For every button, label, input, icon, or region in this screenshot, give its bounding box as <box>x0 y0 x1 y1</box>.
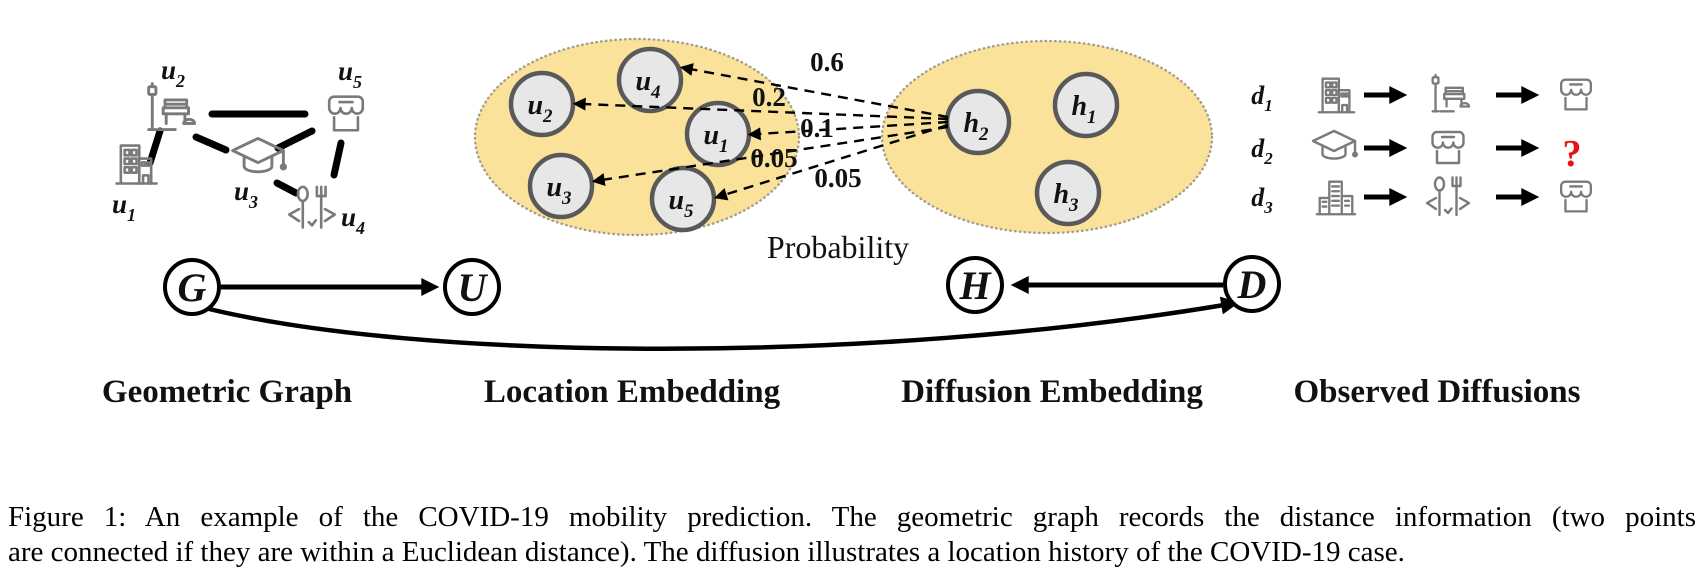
graph-node-label-u3: u3 <box>234 176 258 212</box>
variable-letter-D: D <box>1237 262 1267 307</box>
variable-circle-G <box>163 258 221 316</box>
caption-line-2: are connected if they are within a Eucli… <box>8 535 1405 568</box>
shop-icon <box>1431 130 1465 165</box>
figure-diagram: u1 u2 u3 u4 u5 u2 u4 u1 u3 u5 h2 h1 h3 0… <box>102 37 1593 410</box>
flow-row: G U H D <box>163 255 1281 351</box>
transition-arrow-h2-u4 <box>679 63 949 119</box>
embedding-node-label-u3: u3 <box>546 172 571 209</box>
transition-arrow-h2-u2 <box>572 97 949 121</box>
diffusion-embedding-panel: h2 h1 h3 <box>880 39 1214 235</box>
diffusion-row-label-d3: d3 <box>1251 183 1273 217</box>
embedding-node-h3 <box>1034 159 1102 227</box>
variable-circle-H <box>946 256 1004 314</box>
embedding-node-h1 <box>1052 71 1120 139</box>
probability-value: 0.05 <box>750 143 797 173</box>
figure-caption: Figure 1: An example of the COVID-19 mob… <box>8 500 1696 569</box>
graph-node-label-u4: u4 <box>341 202 365 238</box>
embedding-node-label-h1: h1 <box>1071 91 1096 128</box>
probability-caption: Probability <box>767 229 909 265</box>
diffusion-row-label-d2: d2 <box>1251 134 1273 168</box>
variable-letter-G: G <box>178 265 207 310</box>
embedding-node-label-u1: u1 <box>703 120 728 157</box>
shop-icon <box>1559 78 1593 111</box>
flow-arrow-G-D-curved <box>200 296 1240 351</box>
graph-edge-u4-u5 <box>330 139 345 179</box>
park-icon <box>147 82 197 131</box>
section-label-location-embedding: Location Embedding <box>484 374 781 410</box>
graph-edge-u3-u4 <box>273 179 300 197</box>
embedding-node-label-h2: h2 <box>963 108 989 145</box>
section-label-geometric-graph: Geometric Graph <box>102 374 352 410</box>
section-labels: Geometric Graph Location Embedding Diffu… <box>102 374 1581 410</box>
section-label-diffusion-embedding: Diffusion Embedding <box>901 374 1203 410</box>
school-icon <box>231 137 287 174</box>
diffusion-embedding-ellipse <box>880 39 1214 235</box>
probability-value: 0.05 <box>814 163 861 193</box>
embedding-node-u4 <box>616 46 684 114</box>
shop-icon <box>327 95 365 132</box>
embedding-node-label-u5: u5 <box>668 185 694 222</box>
observed-diffusions-panel: d1 d2 ? d3 <box>1251 73 1593 217</box>
diffusion-row-label-d1: d1 <box>1251 81 1273 115</box>
graph-node-label-u2: u2 <box>161 55 185 91</box>
shop-icon <box>1559 180 1593 213</box>
embedding-node-label-u2: u2 <box>527 90 553 127</box>
embedding-node-u5 <box>649 165 717 233</box>
graph-edge-u3-u5 <box>274 127 316 152</box>
transition-arrow-h2-u5 <box>714 123 949 201</box>
restaurant-icon <box>1425 176 1471 217</box>
probability-value: 0.1 <box>800 113 834 143</box>
variable-letter-U: U <box>458 265 489 310</box>
variable-letter-H: H <box>958 263 992 308</box>
city-buildings-icon <box>1315 180 1357 216</box>
graph-node-label-u5: u5 <box>338 56 362 92</box>
variable-circle-U <box>443 258 501 316</box>
park-icon <box>1431 73 1471 113</box>
school-icon <box>1311 129 1358 160</box>
probability-value: 0.6 <box>810 47 844 77</box>
location-embedding-panel: u2 u4 u1 u3 u5 <box>473 37 801 237</box>
variable-circle-D <box>1223 255 1281 313</box>
embedding-node-label-u4: u4 <box>635 66 660 103</box>
probability-transitions: 0.6 0.2 0.1 0.05 0.05 Probability <box>572 47 949 265</box>
unknown-location-mark: ? <box>1563 133 1582 175</box>
embedding-node-label-h3: h3 <box>1053 179 1078 216</box>
caption-line-1: Figure 1: An example of the COVID-19 mob… <box>8 501 1696 533</box>
transition-arrow-h2-u3 <box>591 125 949 187</box>
office-building-icon <box>1317 77 1356 114</box>
section-label-observed-diffusions: Observed Diffusions <box>1294 374 1581 410</box>
probability-value: 0.2 <box>752 82 786 112</box>
transition-arrow-h2-u1 <box>747 120 949 141</box>
graph-edge-u2-u3 <box>192 133 230 154</box>
geometric-graph-panel: u1 u2 u3 u4 u5 <box>112 55 365 238</box>
graph-node-label-u1: u1 <box>112 189 136 225</box>
